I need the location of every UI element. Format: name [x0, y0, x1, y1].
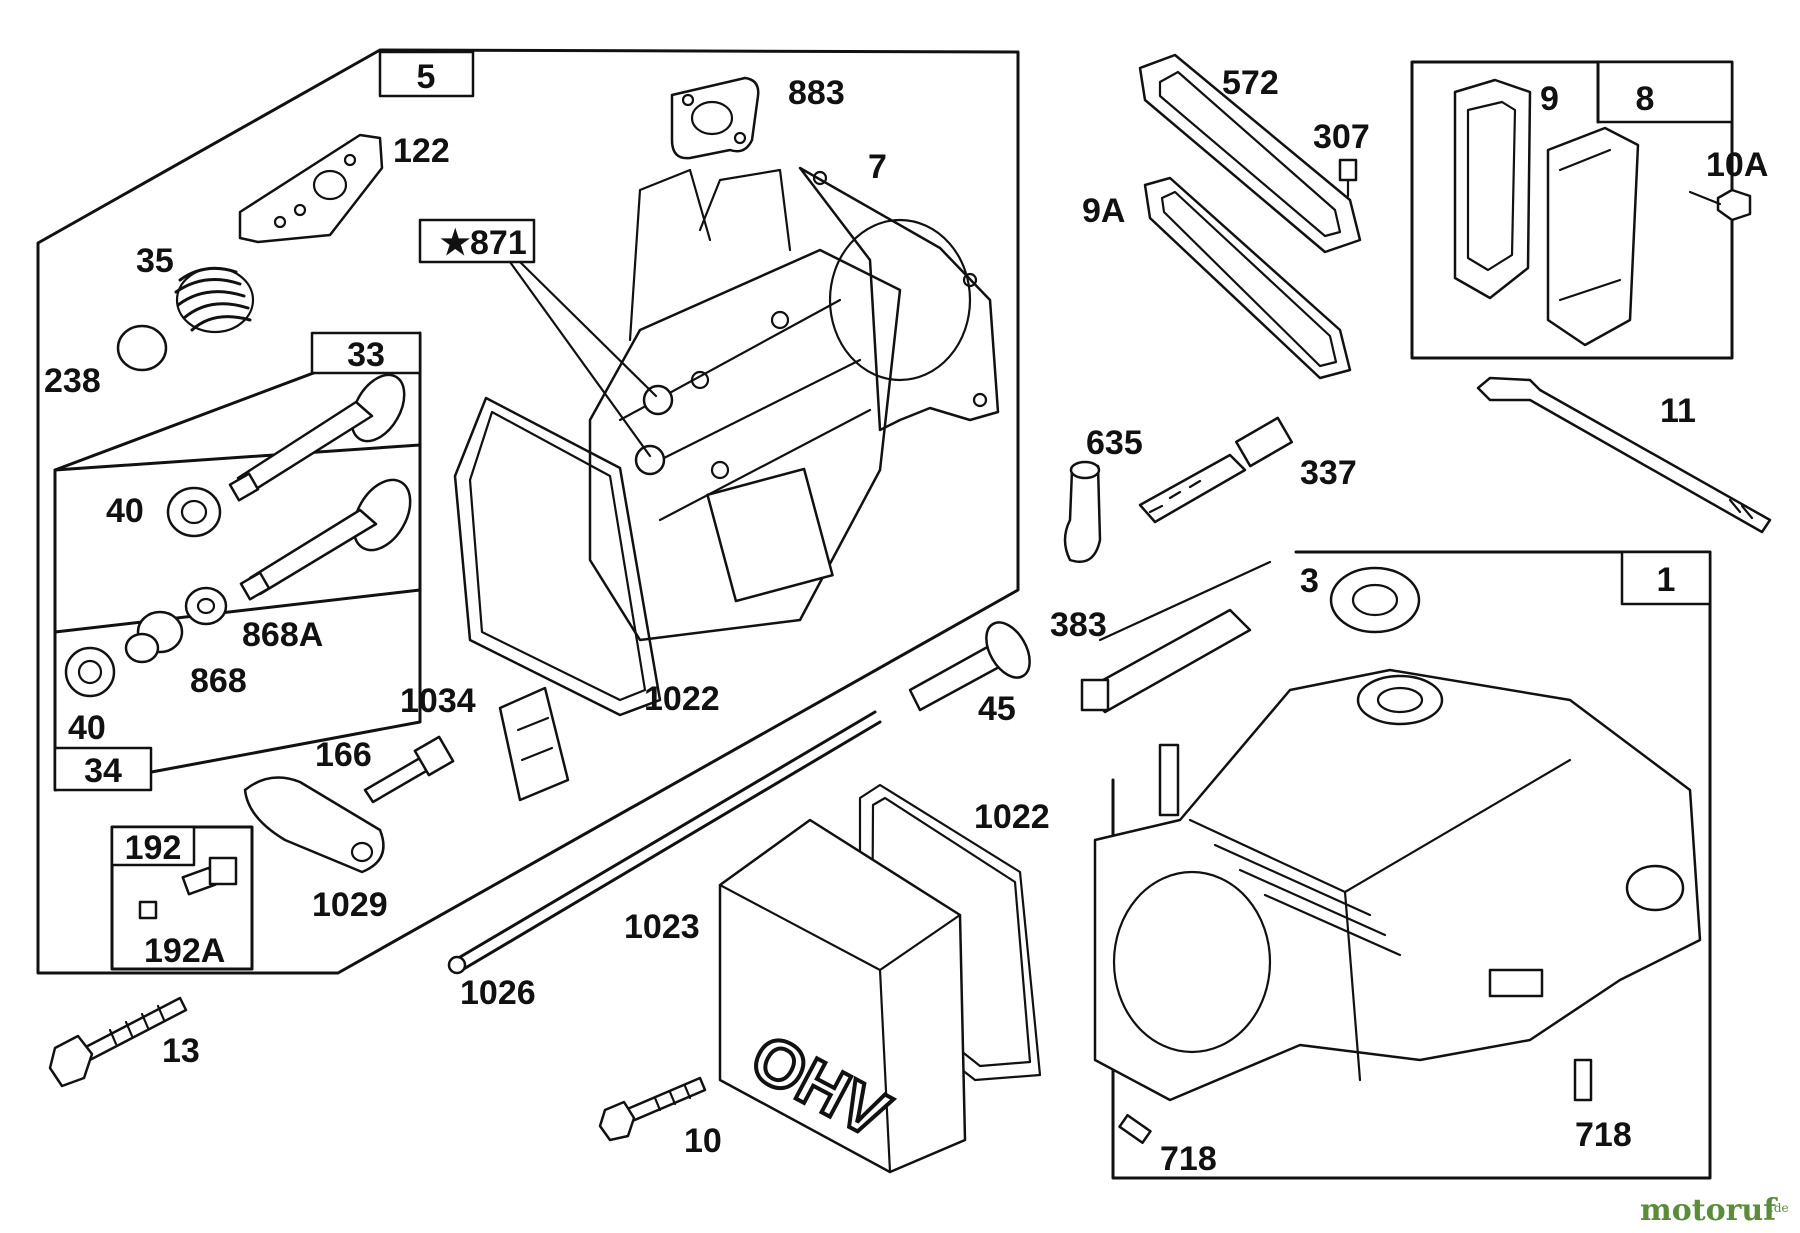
adjuster-192 — [181, 856, 238, 896]
exhaust-valve — [228, 373, 406, 502]
intake-gasket-883 — [670, 76, 760, 160]
part-label-122: 122 — [393, 132, 450, 170]
part-label-1022-lower: 1022 — [974, 798, 1050, 836]
valve-spring-35 — [174, 266, 255, 334]
part-label-13: 13 — [162, 1032, 200, 1070]
part-label-35: 35 — [136, 242, 174, 280]
bolt-10 — [598, 1076, 707, 1142]
callout-871: ★ 871 — [418, 218, 658, 458]
watermark-logo: motoruf .de — [1640, 1193, 1789, 1228]
part-label-337: 337 — [1300, 454, 1357, 492]
head-gasket-7 — [798, 166, 1000, 432]
valve-cap-238 — [116, 324, 168, 372]
part-label-7: 7 — [868, 148, 887, 186]
gasket-9 — [1453, 78, 1532, 300]
oil-seal-3 — [1329, 566, 1421, 634]
tube-45 — [908, 621, 1031, 712]
intake-valve — [239, 478, 412, 601]
gasket-572 — [1138, 53, 1362, 254]
push-rod-1026 — [447, 710, 882, 975]
part-label-9: 9 — [1540, 80, 1559, 118]
part-label-11: 11 — [1660, 392, 1696, 430]
rocker-cover-1023: OHV — [718, 818, 967, 1174]
spacer-plate-122 — [238, 133, 384, 244]
nut-192A — [138, 900, 158, 920]
group-label-33: 33 — [347, 336, 385, 374]
group-label-34: 34 — [84, 752, 122, 790]
watermark-name: motoruf — [1640, 1193, 1778, 1228]
part-label-40-lower: 40 — [68, 709, 106, 747]
dowel-pin-718-right — [1573, 1058, 1593, 1102]
part-label-1029: 1029 — [312, 886, 388, 924]
part-label-10: 10 — [684, 1122, 722, 1160]
part-label-871: 871 — [470, 224, 527, 262]
group-8-boundary: 8 — [1410, 60, 1734, 360]
group-label-5: 5 — [417, 58, 436, 96]
washer-868A — [184, 586, 228, 626]
spark-plug-337 — [1138, 416, 1294, 524]
part-label-1026: 1026 — [460, 974, 536, 1012]
part-labels: 883 122 7 35 238 40 868A 868 40 1034 102… — [44, 64, 1768, 1178]
star-symbol: ★ — [440, 224, 470, 262]
breather-tube-11 — [1476, 376, 1772, 534]
group-label-1: 1 — [1657, 561, 1676, 599]
part-label-635: 635 — [1086, 424, 1143, 462]
part-label-45: 45 — [978, 690, 1016, 728]
screw-307 — [1338, 158, 1358, 198]
part-label-192A: 192A — [144, 932, 225, 970]
part-label-307: 307 — [1313, 118, 1370, 156]
part-label-1022-upper: 1022 — [644, 680, 720, 718]
part-label-572: 572 — [1222, 64, 1279, 102]
group-label-192: 192 — [125, 829, 182, 867]
part-label-40-upper: 40 — [106, 492, 144, 530]
part-label-9A: 9A — [1082, 192, 1125, 230]
group-label-8: 8 — [1636, 80, 1655, 118]
breather-cover-8 — [1546, 126, 1640, 347]
gasket-9A — [1143, 176, 1352, 380]
part-label-868: 868 — [190, 662, 247, 700]
cylinder-head — [588, 168, 902, 642]
watermark-suffix: .de — [1770, 1201, 1789, 1215]
part-label-718-left: 718 — [1160, 1140, 1217, 1178]
group-192-boundary: 192 — [110, 825, 254, 971]
part-label-868A: 868A — [242, 616, 323, 654]
part-label-1023: 1023 — [624, 908, 700, 946]
armature-383 — [1080, 560, 1272, 714]
rocker-gasket-1022-upper — [453, 396, 662, 717]
part-label-883: 883 — [788, 74, 845, 112]
part-label-383: 383 — [1050, 606, 1107, 644]
group-1-boundary: 1 — [1111, 550, 1712, 1180]
rocker-arm-1029 — [243, 776, 385, 874]
part-label-718-right: 718 — [1575, 1116, 1632, 1154]
group-5-boundary: 5 — [36, 48, 1020, 975]
part-label-166: 166 — [315, 736, 372, 774]
part-label-3: 3 — [1300, 562, 1319, 600]
group-33-34-boundary: 33 34 — [53, 331, 422, 792]
screw-10A — [1688, 188, 1752, 222]
guide-plate-1034 — [498, 686, 570, 802]
valve-retainer-40-lower — [64, 646, 116, 698]
cylinder-block — [1093, 668, 1702, 1102]
part-label-10A: 10A — [1706, 146, 1768, 184]
dowel-pin-718-left — [1118, 1113, 1152, 1145]
rocker-stud-166 — [363, 735, 455, 804]
part-label-238: 238 — [44, 362, 101, 400]
bolt-13 — [48, 996, 188, 1088]
part-label-1034: 1034 — [400, 682, 476, 720]
valve-seal-868 — [124, 610, 184, 664]
valve-retainer-40-upper — [166, 486, 222, 538]
spark-plug-boot-635 — [1063, 460, 1102, 563]
